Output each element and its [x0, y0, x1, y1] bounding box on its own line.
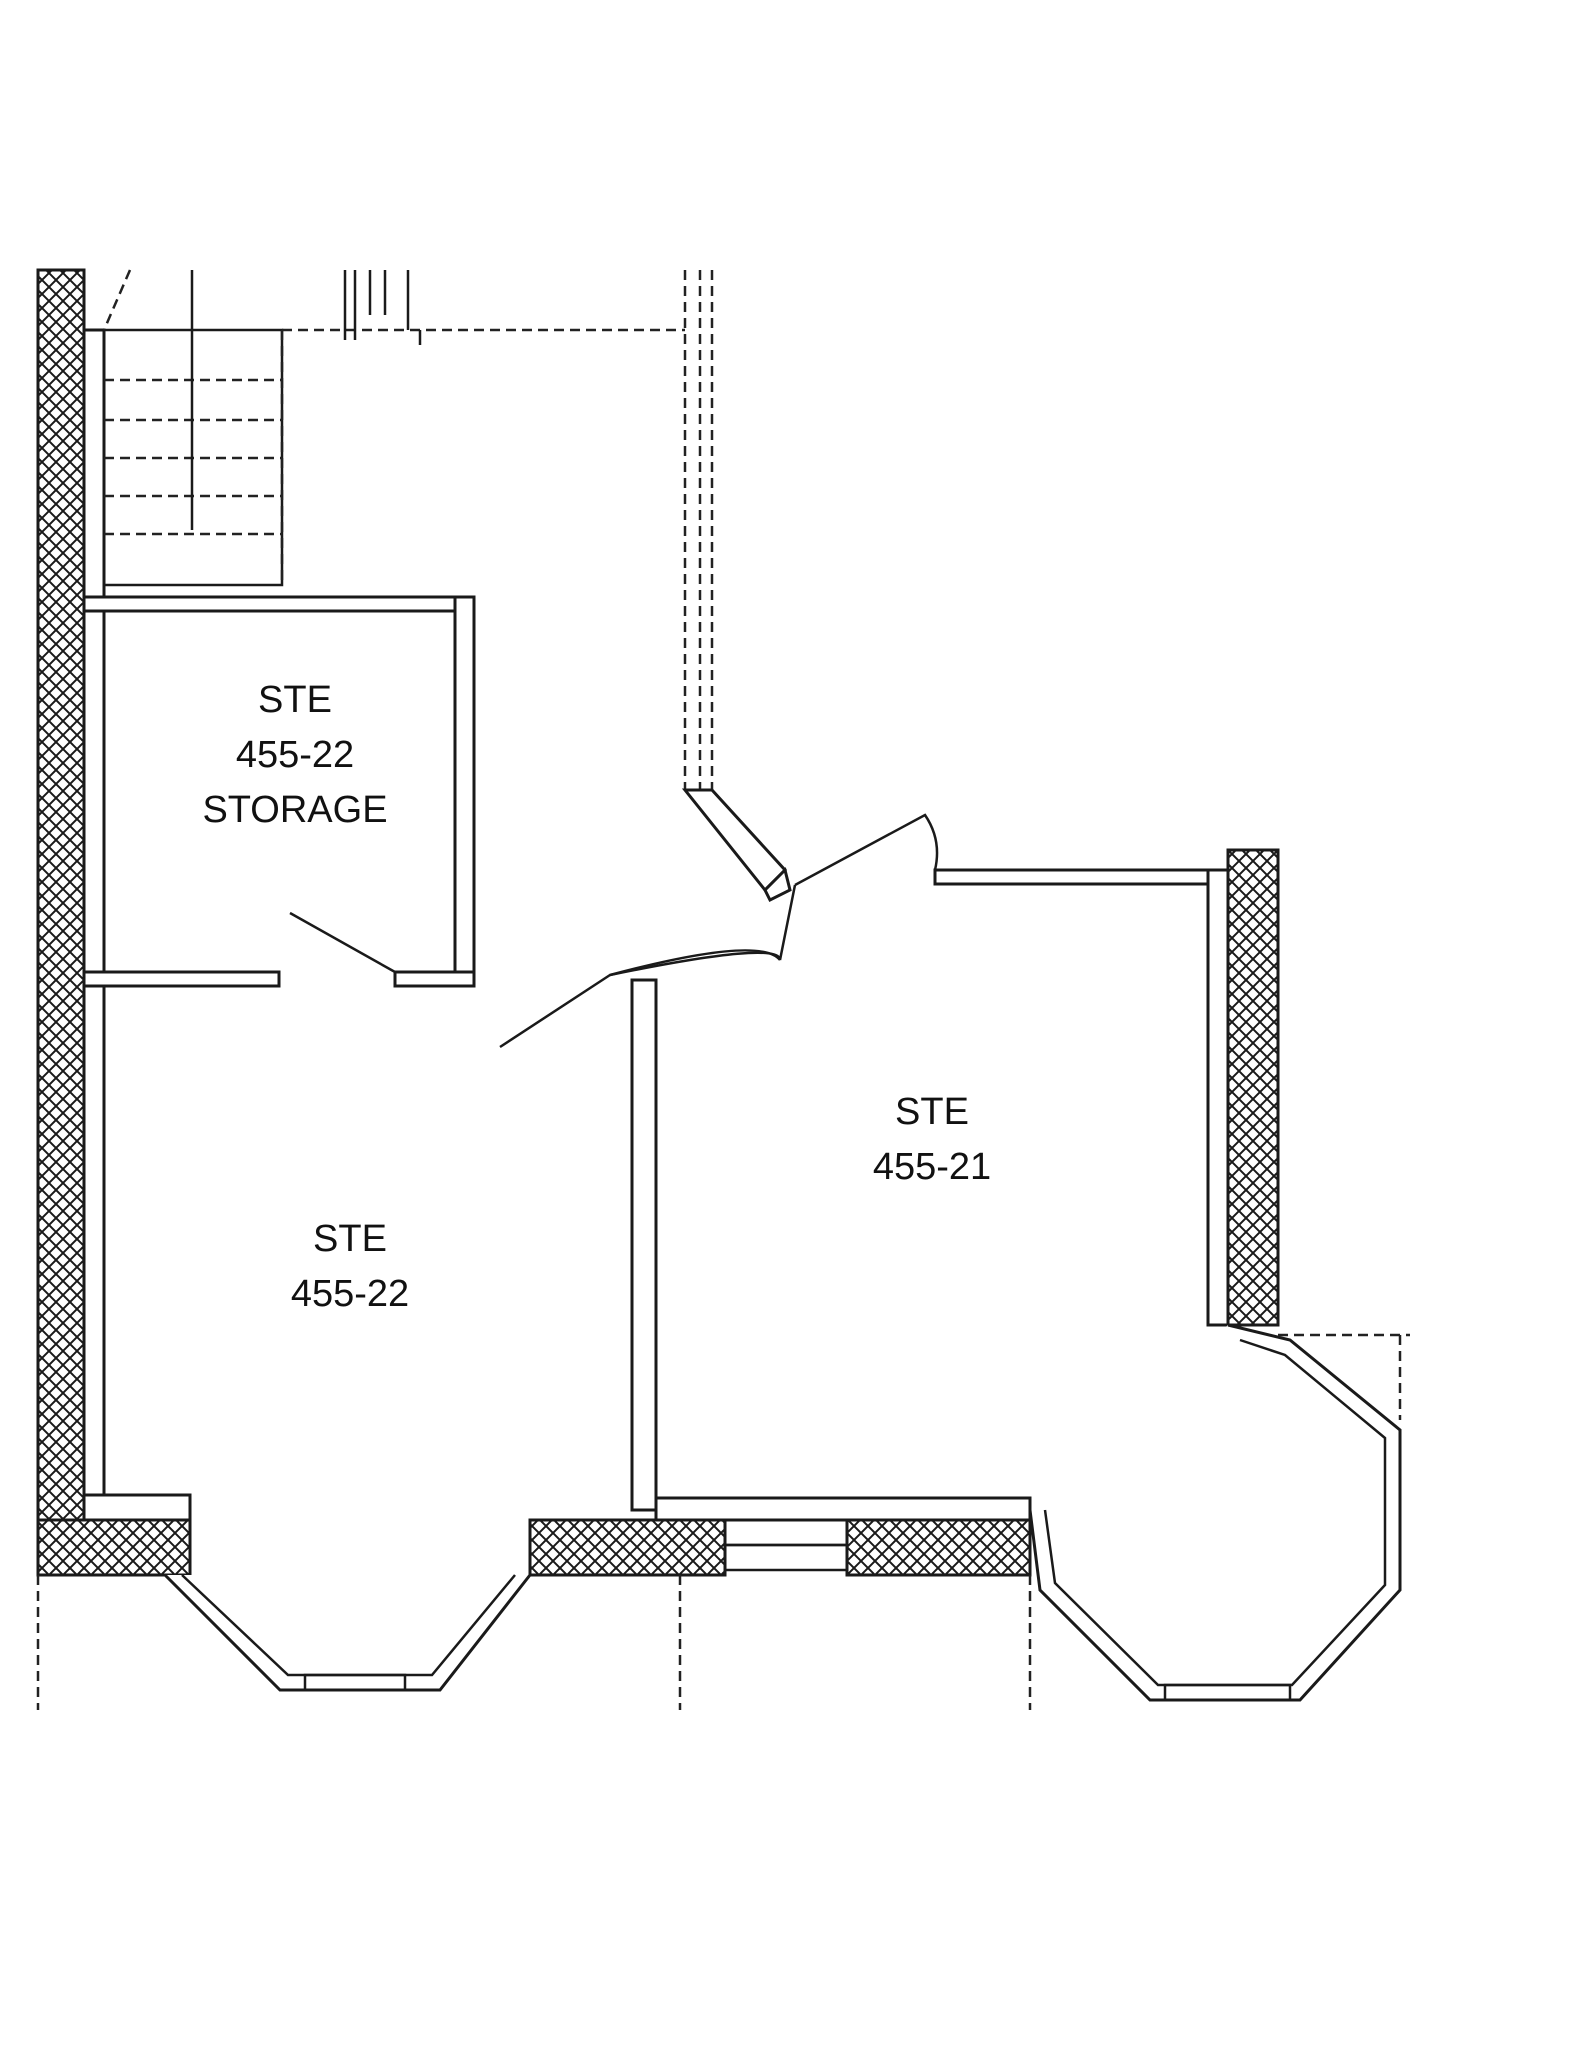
bay-window-pane: [1163, 1683, 1292, 1702]
corridor-angled-wall: [681, 788, 792, 903]
storage-room-walls: [82, 595, 476, 988]
storage-door-swing: [289, 911, 396, 974]
exterior-wall-left: [36, 268, 86, 1577]
room-label-line: STE: [313, 1218, 387, 1260]
room-label-line: STORAGE: [202, 789, 388, 831]
context-lines: [36, 1335, 1402, 1710]
bottom-walls: [36, 1493, 1032, 1577]
corridor-top: [282, 270, 714, 790]
suite-21-top-wall: [933, 848, 1280, 1327]
room-label-line: STE: [258, 679, 332, 721]
room-label-storage: STE 455-22 STORAGE: [185, 673, 405, 838]
entry-door-swings: [499, 813, 939, 1049]
inner-wall-left: [82, 328, 106, 1497]
bay-window-right: [1028, 1323, 1410, 1702]
room-label-line: 455-22: [290, 1273, 410, 1315]
room-label-line: 455-22: [235, 734, 355, 776]
staircase: [102, 269, 284, 587]
room-label-line: 455-21: [872, 1146, 992, 1188]
room-label-suite-22: STE 455-22: [240, 1212, 460, 1322]
room-label-suite-21: STE 455-21: [822, 1085, 1042, 1195]
room-label-line: STE: [895, 1091, 969, 1133]
partition-wall: [630, 978, 658, 1512]
bay-window-left: [163, 1573, 532, 1692]
